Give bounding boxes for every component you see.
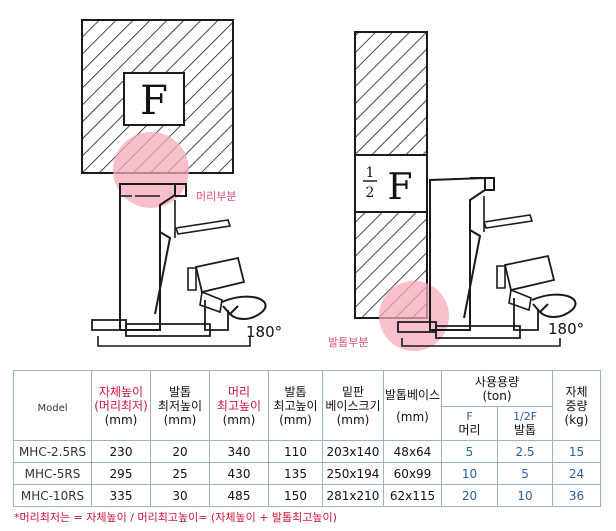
cell-weight: 24	[552, 462, 602, 485]
left-rotation-label: 180°	[246, 323, 282, 341]
jack-illustration: F 180° 1 2 F	[81, 19, 584, 351]
header-model: Model	[13, 370, 92, 441]
header-capacity-claw: 1/2F 발톱	[496, 406, 554, 441]
cell-head-max: 430	[209, 462, 269, 485]
cell-cap-head: 5	[441, 440, 498, 463]
header-claw-base: 발톱베이스 (mm)	[383, 370, 442, 441]
right-jack-drawing: 1 2 F 180°	[354, 31, 584, 351]
cell-head-max: 340	[209, 440, 269, 463]
cell-claw-base: 48x64	[383, 440, 442, 463]
right-load-label-f: F	[388, 167, 413, 208]
cell-base: 203x140	[322, 440, 384, 463]
header-claw-min-height: 발톱 최저높이 (mm)	[150, 370, 210, 441]
header-head-max-height: 머리 최고높이 (mm)	[209, 370, 269, 441]
cell-cap-claw: 2.5	[496, 440, 554, 463]
cell-claw-min: 30	[150, 484, 210, 507]
cell-claw-max: 150	[268, 484, 323, 507]
header-capacity: 사용용량 (ton)	[440, 370, 554, 407]
table-row: MHC-5RS 295 25 430 135 250x194 60x99 10 …	[13, 462, 602, 485]
foot-highlight-circle	[379, 281, 449, 351]
cell-model: MHC-5RS	[13, 462, 92, 485]
right-rotation-label: 180°	[548, 320, 584, 338]
cell-model: MHC-10RS	[13, 484, 92, 507]
cell-model: MHC-2.5RS	[13, 440, 92, 463]
header-base-plate-size: 밑판 베이스크기 (mm)	[322, 370, 384, 441]
head-callout-label: 머리부분	[196, 190, 237, 203]
right-load-label-den: 2	[366, 185, 375, 201]
cell-claw-min: 20	[150, 440, 210, 463]
left-load-label-box	[123, 72, 185, 126]
right-load-label-box	[354, 154, 428, 213]
cell-claw-base: 62x115	[383, 484, 442, 507]
right-load-label-num: 1	[366, 165, 375, 181]
header-self-height: 자체높이 (머리최저) (mm)	[91, 370, 151, 441]
table-header-row: Model 자체높이 (머리최저) (mm) 발톱 최저높이 (mm) 머리 최…	[13, 370, 602, 441]
table-row: MHC-2.5RS 230 20 340 110 203x140 48x64 5…	[13, 440, 602, 463]
table-row: MHC-10RS 335 30 485 150 281x210 62x115 2…	[13, 484, 602, 507]
cell-claw-max: 110	[268, 440, 323, 463]
cell-base: 281x210	[322, 484, 384, 507]
cell-weight: 15	[552, 440, 602, 463]
header-capacity-head: F 머리	[441, 406, 498, 441]
cell-cap-head: 10	[441, 462, 498, 485]
header-claw-max-height: 발톱 최고높이 (mm)	[268, 370, 323, 441]
footnote: *머리최저는 = 자체높이 / 머리최고높이= (자체높이 + 발톱최고높이)	[14, 511, 337, 524]
cell-claw-max: 135	[268, 462, 323, 485]
cell-self-height: 335	[91, 484, 151, 507]
cell-self-height: 295	[91, 462, 151, 485]
cell-head-max: 485	[209, 484, 269, 507]
header-weight: 자체 중량 (kg)	[552, 370, 602, 441]
cell-cap-claw: 5	[496, 462, 554, 485]
table-subheader-row: F 머리 1/2F 발톱	[14, 406, 601, 441]
foot-callout-label: 발톱부분	[328, 336, 369, 349]
left-jack-drawing: F 180°	[81, 19, 282, 347]
cell-cap-head: 20	[441, 484, 498, 507]
cell-base: 250x194	[322, 462, 384, 485]
right-upper-block	[354, 31, 428, 156]
cell-cap-claw: 10	[496, 484, 554, 507]
spec-table: Model 자체높이 (머리최저) (mm) 발톱 최저높이 (mm) 머리 최…	[13, 370, 602, 507]
cell-claw-min: 25	[150, 462, 210, 485]
cell-claw-base: 60x99	[383, 462, 442, 485]
cell-weight: 36	[552, 484, 602, 507]
cell-self-height: 230	[91, 440, 151, 463]
left-load-label: F	[140, 78, 168, 124]
head-highlight-circle	[113, 132, 189, 208]
